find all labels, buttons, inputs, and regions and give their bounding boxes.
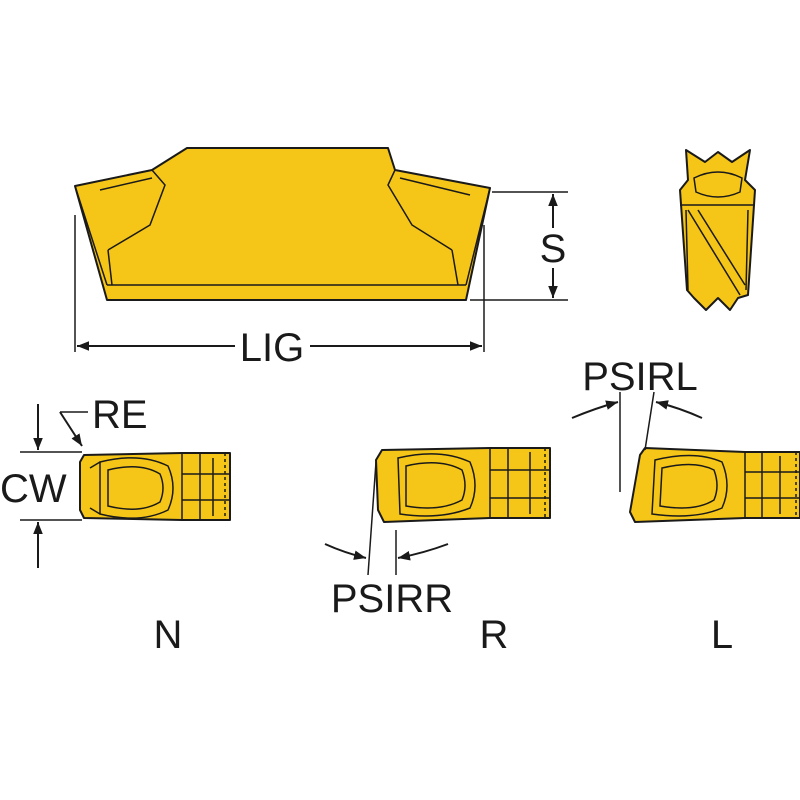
lig-dimension: LIG <box>74 215 485 370</box>
re-callout: RE <box>59 393 148 447</box>
psirl-label: PSIRL <box>582 355 698 399</box>
insert-view-n <box>79 452 231 521</box>
s-label: S <box>540 227 567 271</box>
variant-label-l: L <box>711 613 733 657</box>
variant-label-r: R <box>480 613 509 657</box>
insert-end-view <box>679 149 756 311</box>
insert-view-r <box>375 447 551 523</box>
cw-dimension: CW <box>0 404 82 568</box>
psirr-label: PSIRR <box>331 577 453 621</box>
psirl-dimension: PSIRL <box>571 355 703 492</box>
re-label: RE <box>92 393 148 437</box>
lig-label: LIG <box>240 326 304 370</box>
cw-label: CW <box>0 467 67 511</box>
insert-side-view <box>74 147 491 301</box>
insert-view-l <box>629 447 800 523</box>
variant-label-n: N <box>154 613 183 657</box>
s-dimension: S <box>470 191 568 301</box>
psirr-dimension: PSIRR <box>324 461 453 621</box>
